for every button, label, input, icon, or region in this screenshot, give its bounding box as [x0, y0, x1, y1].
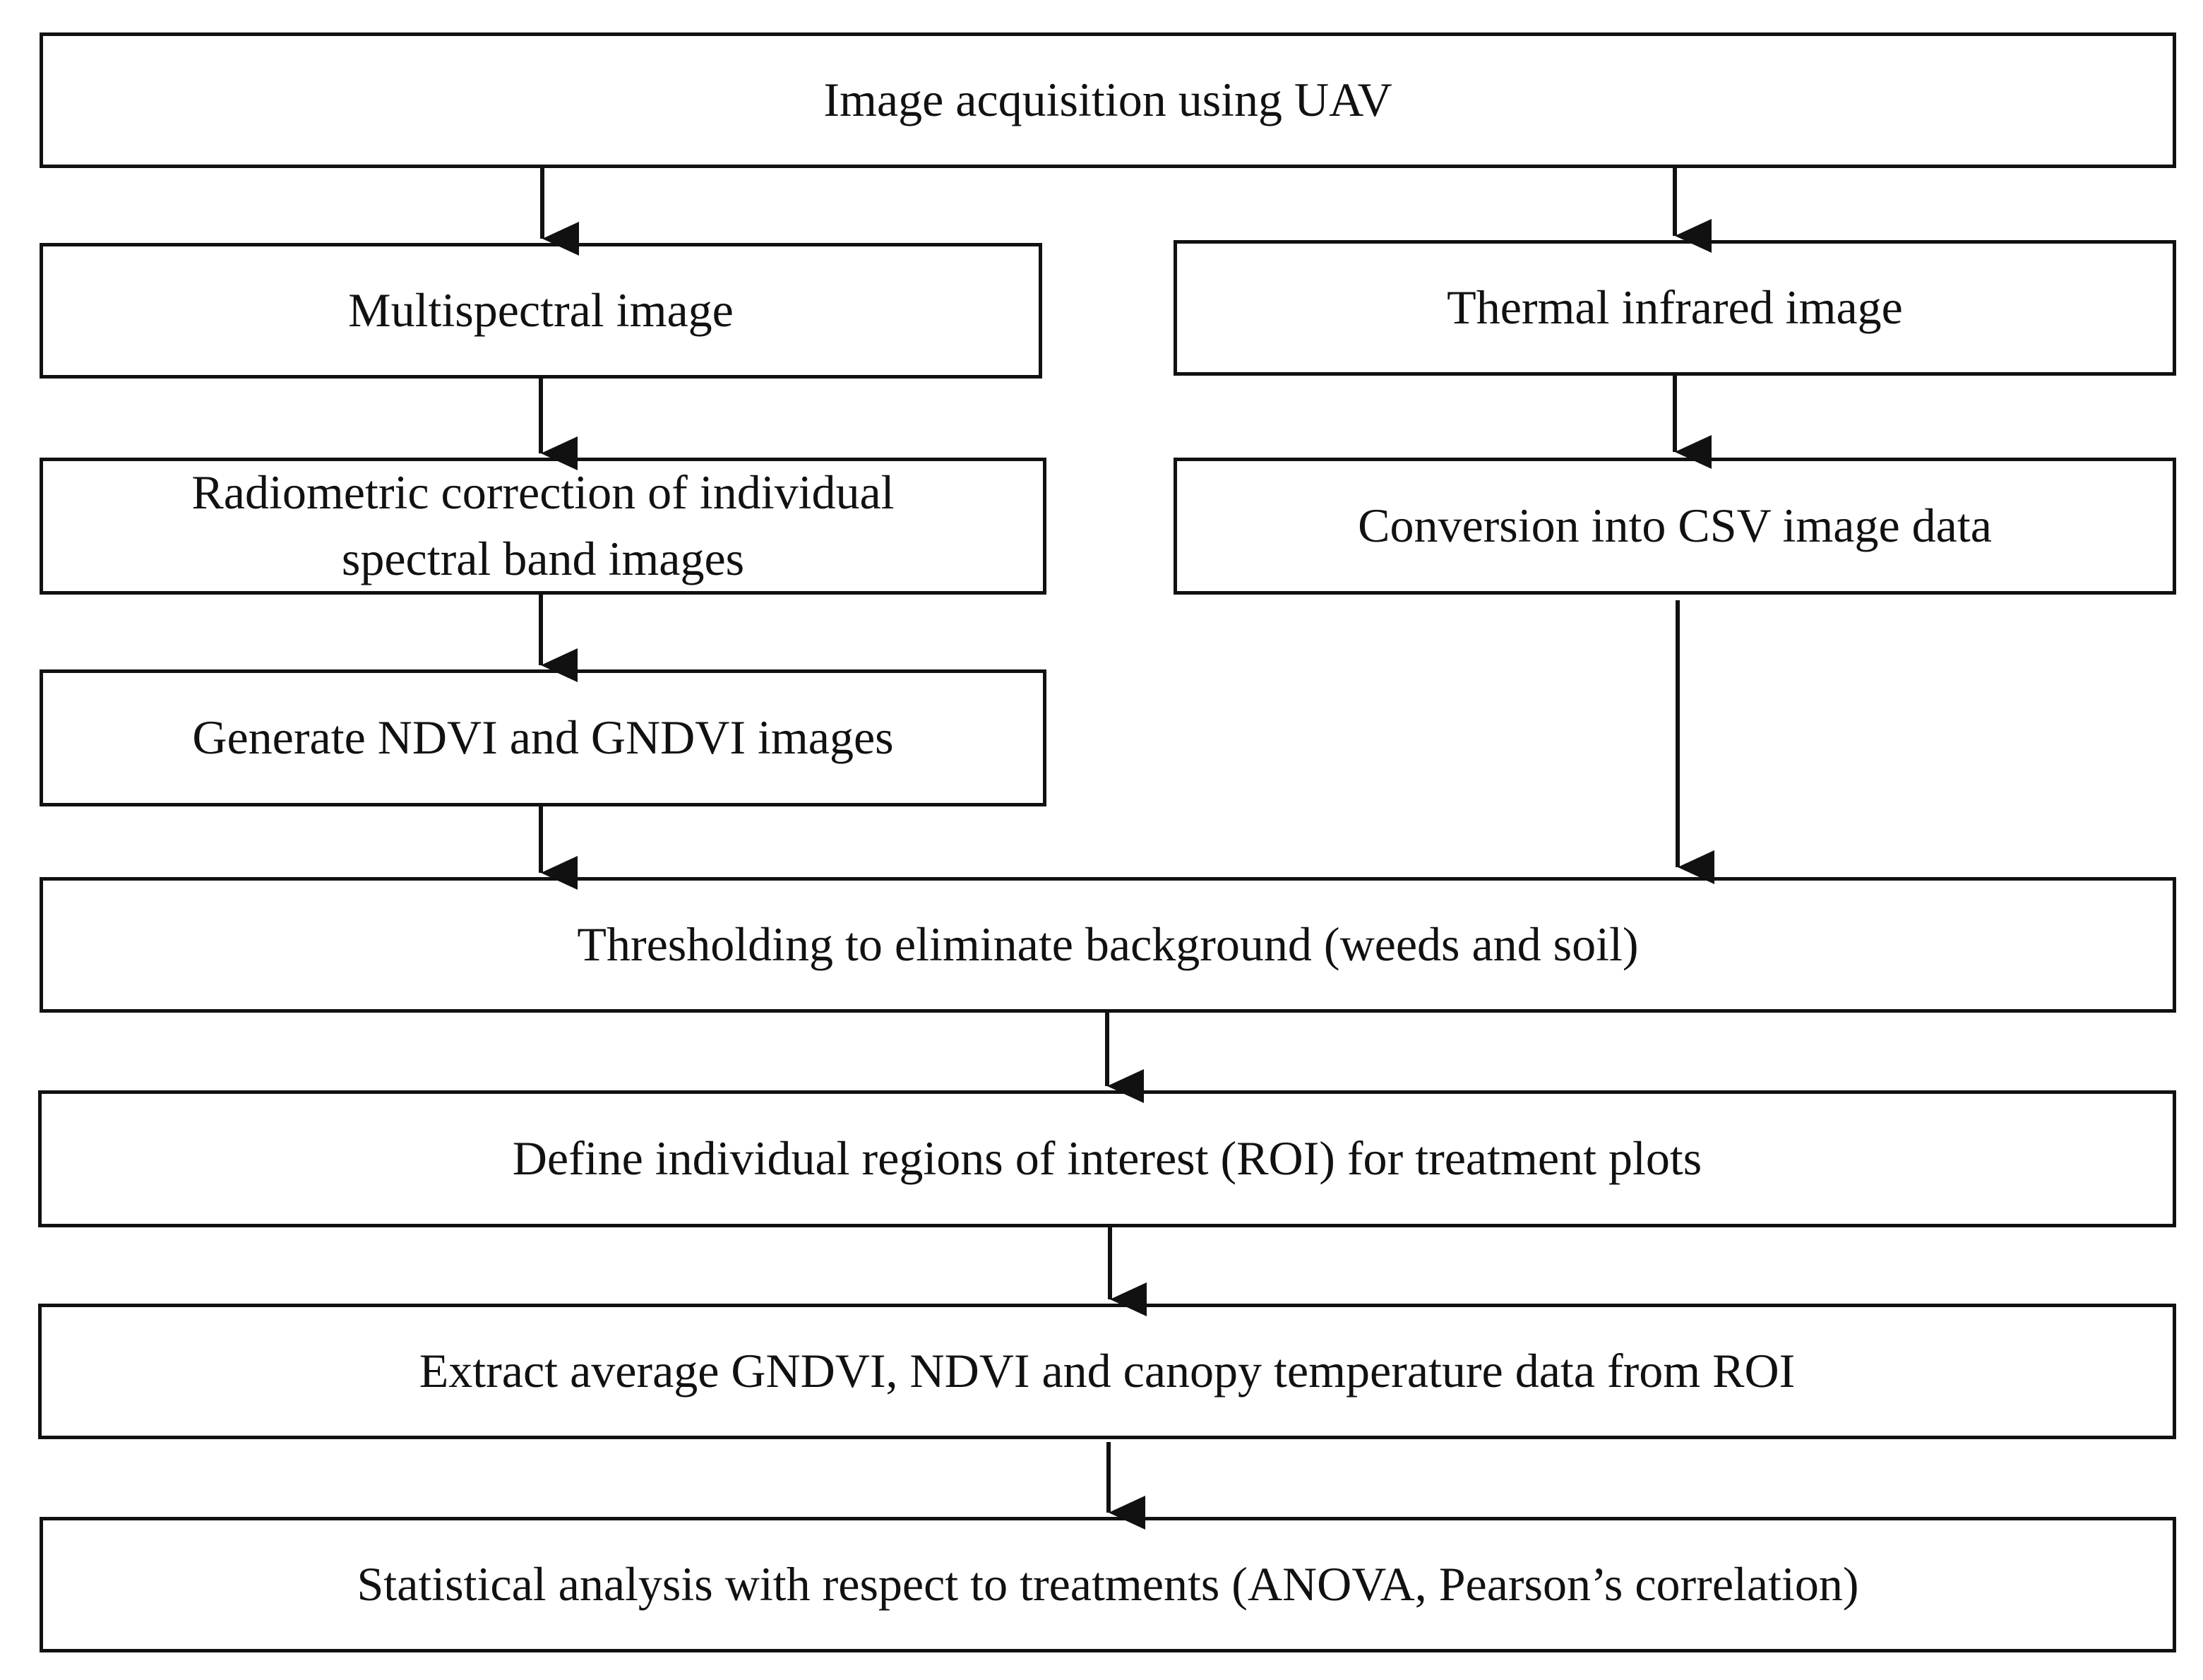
- step-generate-ndvi-gndvi: Generate NDVI and GNDVI images: [40, 669, 1046, 806]
- step-thermal-infrared-image-label: Thermal infrared image: [1447, 280, 1903, 335]
- step-image-acquisition-label: Image acquisition using UAV: [823, 73, 1392, 127]
- step-radiometric-correction: Radiometric correction of individual spe…: [40, 458, 1046, 595]
- step-extract-average: Extract average GNDVI, NDVI and canopy t…: [38, 1304, 2176, 1439]
- step-thermal-infrared-image: Thermal infrared image: [1174, 240, 2176, 376]
- step-generate-ndvi-gndvi-label: Generate NDVI and GNDVI images: [192, 710, 894, 765]
- step-define-roi: Define individual regions of interest (R…: [38, 1090, 2176, 1227]
- step-thresholding-label: Thresholding to eliminate background (we…: [577, 917, 1639, 972]
- step-multispectral-image-label: Multispectral image: [348, 283, 734, 338]
- step-thresholding: Thresholding to eliminate background (we…: [40, 877, 2176, 1013]
- step-multispectral-image: Multispectral image: [40, 243, 1042, 379]
- step-define-roi-label: Define individual regions of interest (R…: [512, 1131, 1702, 1186]
- step-extract-average-label: Extract average GNDVI, NDVI and canopy t…: [419, 1344, 1796, 1398]
- step-conversion-csv: Conversion into CSV image data: [1174, 458, 2176, 595]
- step-conversion-csv-label: Conversion into CSV image data: [1358, 499, 1992, 553]
- step-statistical-analysis: Statistical analysis with respect to tre…: [40, 1517, 2176, 1652]
- step-radiometric-correction-label: Radiometric correction of individual spe…: [191, 465, 895, 585]
- step-image-acquisition: Image acquisition using UAV: [40, 32, 2176, 168]
- step-statistical-analysis-label: Statistical analysis with respect to tre…: [357, 1557, 1859, 1612]
